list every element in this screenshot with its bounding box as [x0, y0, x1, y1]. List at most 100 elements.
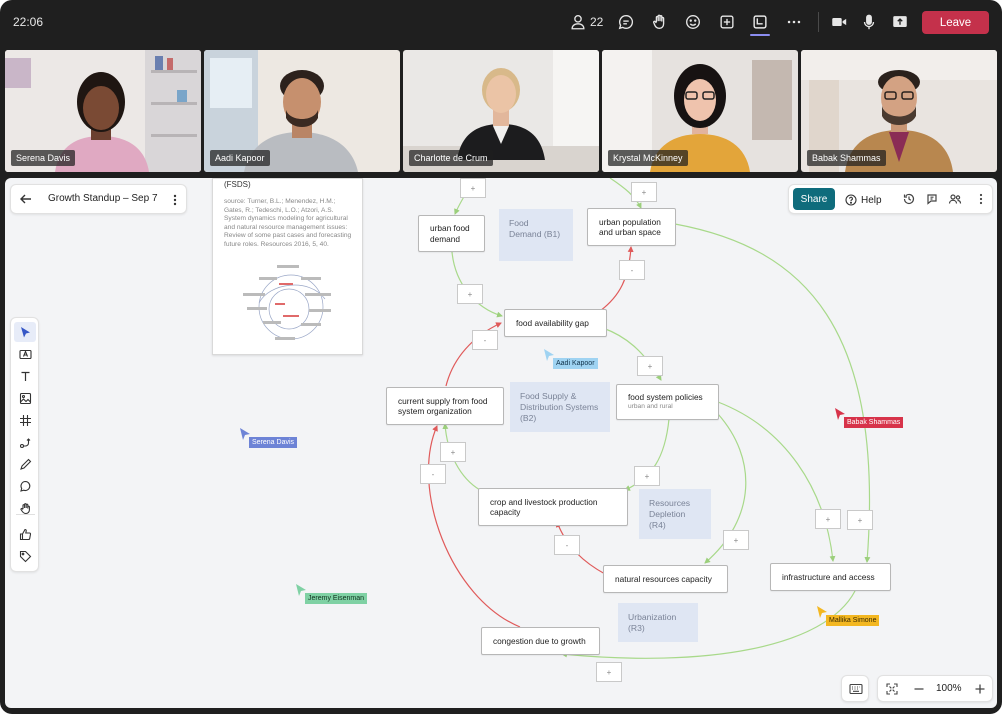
share-button[interactable]: Share: [793, 188, 835, 210]
apps-icon[interactable]: [717, 12, 737, 32]
node-congestion[interactable]: congestion due to growth: [481, 627, 600, 655]
image-icon: [19, 392, 31, 404]
help-button[interactable]: Help: [845, 191, 882, 209]
text-tool[interactable]: [14, 366, 36, 386]
polarity-plus[interactable]: +: [815, 509, 841, 529]
active-app-indicator: [750, 34, 770, 36]
video-tile-krystal-mckinney[interactable]: Krystal McKinney: [602, 50, 798, 172]
microphone-icon[interactable]: [859, 12, 879, 32]
polarity-minus[interactable]: -: [472, 330, 498, 350]
polarity-plus[interactable]: +: [440, 442, 466, 462]
loop-label-food-demand[interactable]: Food Demand (B1): [499, 209, 573, 261]
help-label: Help: [861, 194, 882, 206]
node-current-supply[interactable]: current supply from food system organiza…: [386, 387, 504, 425]
zoom-in-icon[interactable]: [973, 682, 987, 696]
node-label: natural resources capacity: [615, 573, 712, 584]
tool-palette: [10, 317, 39, 572]
whiteboard-icon[interactable]: [750, 12, 770, 32]
video-tile-serena-davis[interactable]: Serena Davis: [5, 50, 201, 172]
polarity-plus[interactable]: +: [634, 466, 660, 486]
history-icon[interactable]: [902, 192, 916, 206]
pointer-icon: [20, 326, 30, 337]
participant-name: Babak Shammas: [807, 150, 886, 166]
board-title[interactable]: Growth Standup – Sep 7: [48, 193, 158, 204]
meeting-timer: 22:06: [13, 15, 44, 29]
cursor-name-tag: Babak Shammas: [844, 417, 904, 428]
polarity-minus[interactable]: -: [554, 535, 580, 555]
link-crop-to-supply: [442, 423, 481, 491]
polarity-plus[interactable]: +: [637, 356, 663, 376]
pen-icon: [19, 458, 31, 470]
more-options-icon[interactable]: [974, 192, 988, 206]
node-food-system-policies[interactable]: food system policies urban and rural: [616, 384, 719, 420]
comment-tool[interactable]: [14, 476, 36, 496]
whiteboard-canvas[interactable]: (FSDS) source: Turner, B.L.; Menendez, H…: [5, 178, 997, 708]
image-tool[interactable]: [14, 388, 36, 408]
video-tile-charlotte-de-crum[interactable]: Charlotte de Crum: [403, 50, 599, 172]
link-policies-to-crop: [624, 418, 670, 491]
node-label: infrastructure and access: [782, 571, 875, 582]
link-population-to-infrastructure: [674, 223, 871, 563]
share-screen-icon[interactable]: [890, 12, 910, 32]
video-feed: [5, 50, 201, 172]
node-crop-livestock[interactable]: crop and livestock production capacity: [478, 488, 628, 526]
comments-icon[interactable]: [925, 192, 939, 206]
participant-name: Aadi Kapoor: [210, 150, 270, 166]
polarity-plus[interactable]: +: [457, 284, 483, 304]
cursor-name-tag: Serena Davis: [249, 437, 298, 448]
reference-card[interactable]: (FSDS) source: Turner, B.L.; Menendez, H…: [212, 178, 363, 355]
loop-label-urbanization[interactable]: Urbanization (R3): [618, 603, 698, 642]
link-policies-to-infrastructure: [717, 401, 836, 562]
polarity-minus[interactable]: -: [420, 464, 446, 484]
people-icon[interactable]: [948, 192, 962, 206]
reaction-tool[interactable]: [14, 524, 36, 544]
loop-label-food-supply[interactable]: Food Supply & Distribution Systems (B2): [510, 382, 610, 432]
select-tool[interactable]: [14, 322, 36, 342]
video-tile-babak-shammas[interactable]: Babak Shammas: [801, 50, 997, 172]
node-label: urban food demand: [430, 223, 470, 244]
link-supply-to-gap: [445, 322, 502, 387]
polarity-plus[interactable]: +: [847, 510, 873, 530]
polarity-plus[interactable]: +: [631, 182, 657, 202]
link-gap-to-population: [599, 246, 634, 312]
connector-tool[interactable]: [14, 432, 36, 452]
polarity-plus[interactable]: +: [460, 178, 486, 198]
chat-icon[interactable]: [616, 12, 636, 32]
participants-count[interactable]: 22: [590, 15, 604, 29]
video-tile-aadi-kapoor[interactable]: Aadi Kapoor: [204, 50, 400, 172]
zoom-out-icon[interactable]: [912, 682, 926, 696]
causal-links: [427, 178, 871, 659]
participants-icon[interactable]: [568, 12, 588, 32]
camera-icon[interactable]: [829, 12, 849, 32]
node-infrastructure[interactable]: infrastructure and access: [770, 563, 891, 591]
text-box-tool[interactable]: [14, 344, 36, 364]
polarity-plus[interactable]: +: [596, 662, 622, 682]
back-arrow-icon[interactable]: [19, 192, 33, 206]
node-urban-food-demand[interactable]: urban food demand: [418, 215, 485, 252]
node-urban-population[interactable]: urban population and urban space: [587, 208, 676, 246]
loop-label-resources-depletion[interactable]: Resources Depletion (R4): [639, 489, 711, 539]
pen-tool[interactable]: [14, 454, 36, 474]
more-options-icon[interactable]: [784, 12, 804, 32]
raise-hand-icon[interactable]: [650, 12, 670, 32]
leave-button[interactable]: Leave: [922, 11, 989, 34]
cursor-arrow-icon: [544, 349, 554, 361]
board-more-icon[interactable]: [169, 193, 181, 207]
grid-tool[interactable]: [14, 410, 36, 430]
help-icon: [845, 194, 857, 206]
node-sublabel: urban and rural: [628, 403, 673, 410]
board-actions-panel: Share Help: [788, 184, 993, 214]
pan-tool[interactable]: [14, 498, 36, 518]
node-label: current supply from food system organiza…: [398, 395, 488, 417]
fit-to-screen-icon[interactable]: [885, 682, 899, 696]
polarity-minus[interactable]: -: [619, 260, 645, 280]
link-top-to-urban-population: [609, 178, 642, 209]
reactions-icon[interactable]: [683, 12, 703, 32]
keyboard-icon[interactable]: [849, 683, 863, 695]
keyboard-shortcuts-panel: [841, 675, 869, 702]
tag-tool[interactable]: [14, 546, 36, 566]
node-food-availability-gap[interactable]: food availability gap: [504, 309, 607, 337]
node-natural-resources[interactable]: natural resources capacity: [603, 565, 728, 593]
polarity-plus[interactable]: +: [723, 530, 749, 550]
